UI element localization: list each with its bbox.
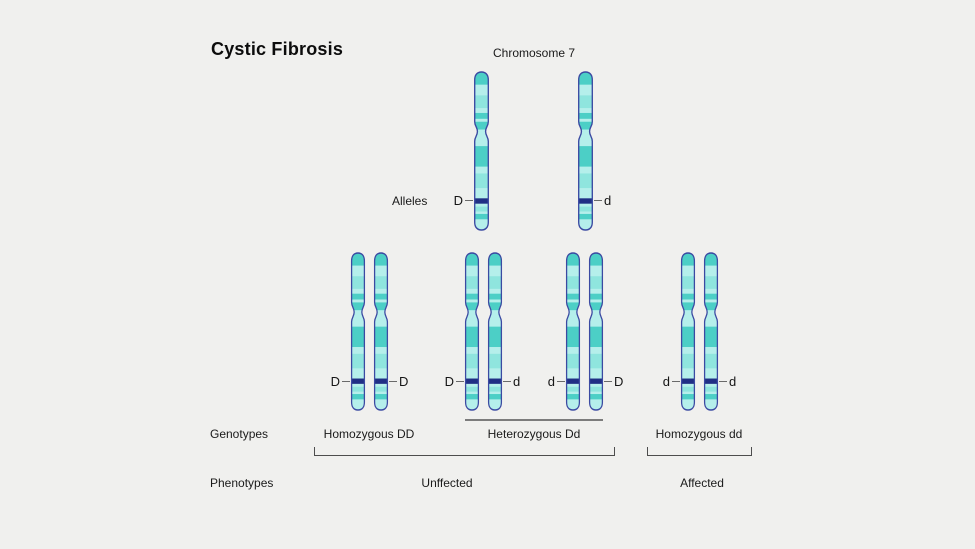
chromosome-pair3-left bbox=[565, 252, 581, 411]
phenotype-unaffected: Unffected bbox=[421, 476, 473, 490]
heterozygous-overline bbox=[465, 419, 603, 421]
allele-label-pair1-right: D bbox=[389, 375, 421, 388]
allele-letter: D bbox=[444, 374, 454, 389]
alleles-label: Alleles bbox=[392, 194, 428, 208]
allele-label-pair2-right: d bbox=[503, 375, 535, 388]
chromosome-7-label: Chromosome 7 bbox=[492, 46, 576, 60]
allele-label-pair1-left: D bbox=[318, 375, 350, 388]
allele-tick-line bbox=[557, 380, 565, 383]
allele-tick-line bbox=[604, 380, 612, 383]
allele-tick-line bbox=[672, 380, 680, 383]
allele-label-pair2-left: D bbox=[432, 375, 464, 388]
genotype-heterozygous-Dd: Heterozygous Dd bbox=[487, 427, 581, 441]
affected-bracket bbox=[647, 447, 752, 456]
allele-tick-line bbox=[719, 380, 727, 383]
chromosome-top-right bbox=[577, 71, 594, 231]
allele-tick-line bbox=[342, 380, 350, 383]
allele-label-pair4-left: d bbox=[648, 375, 680, 388]
chromosome-pair1-right bbox=[373, 252, 389, 411]
chromosome-pair3-right bbox=[588, 252, 604, 411]
allele-label-pair3-right: D bbox=[604, 375, 636, 388]
allele-tick-line bbox=[465, 199, 473, 202]
unaffected-bracket bbox=[314, 447, 615, 456]
allele-label-pair4-right: d bbox=[719, 375, 751, 388]
genotype-homozygous-dd: Homozygous dd bbox=[655, 427, 743, 441]
chromosome-pair4-left bbox=[680, 252, 696, 411]
allele-letter: D bbox=[614, 374, 624, 389]
page-title: Cystic Fibrosis bbox=[211, 39, 344, 59]
allele-letter: D bbox=[330, 374, 340, 389]
phenotypes-row-label: Phenotypes bbox=[210, 476, 274, 490]
allele-letter: d bbox=[513, 374, 521, 389]
allele-letter: D bbox=[399, 374, 409, 389]
phenotype-affected: Affected bbox=[680, 476, 724, 490]
allele-letter: d bbox=[662, 374, 670, 389]
allele-label-pair3-left: d bbox=[533, 375, 565, 388]
allele-label-top-right: d bbox=[594, 194, 630, 207]
chromosome-pair1-left bbox=[350, 252, 366, 411]
chromosome-pair4-right bbox=[703, 252, 719, 411]
genotypes-row-label: Genotypes bbox=[210, 427, 269, 441]
chromosome-pair2-right bbox=[487, 252, 503, 411]
chromosome-top-left bbox=[473, 71, 490, 231]
allele-letter: D bbox=[453, 193, 463, 208]
allele-tick-line bbox=[389, 380, 397, 383]
allele-letter: d bbox=[729, 374, 737, 389]
genotype-homozygous-DD: Homozygous DD bbox=[323, 427, 415, 441]
allele-label-top-left: D bbox=[437, 194, 473, 207]
allele-letter: d bbox=[547, 374, 555, 389]
allele-tick-line bbox=[594, 199, 602, 202]
allele-tick-line bbox=[503, 380, 511, 383]
allele-tick-line bbox=[456, 380, 464, 383]
chromosome-pair2-left bbox=[464, 252, 480, 411]
allele-letter: d bbox=[604, 193, 612, 208]
